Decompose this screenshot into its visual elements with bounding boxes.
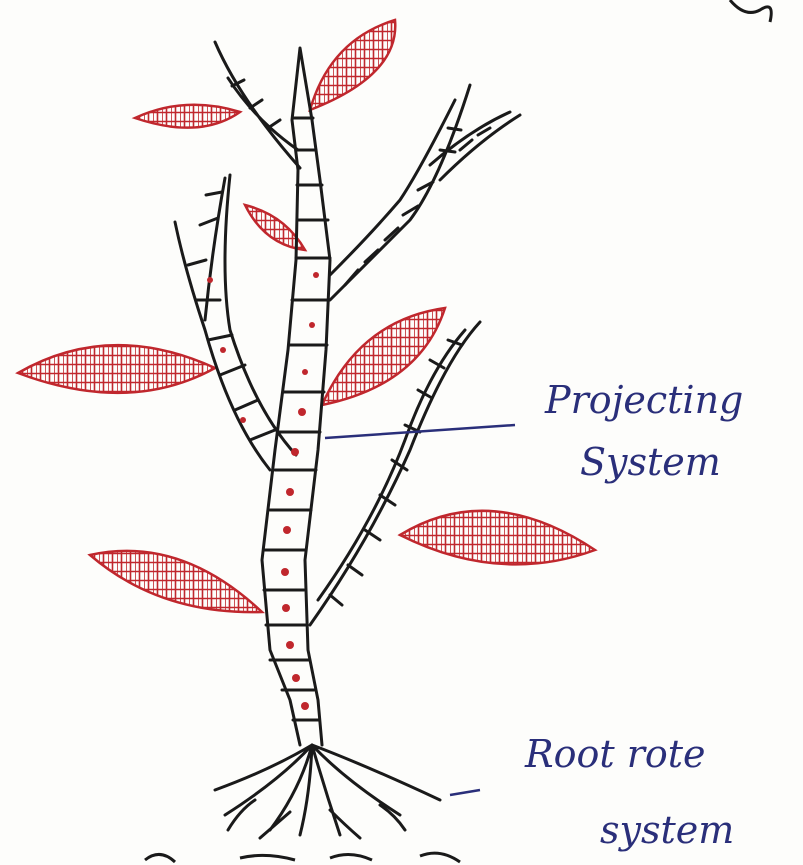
root-system-label-line1: Root rote [525,732,706,776]
leaf [400,511,595,565]
leaf [90,551,262,612]
branch-upper-right [330,85,520,300]
top-cropped-text [730,0,771,22]
bottom-cropped-text [145,853,460,862]
projecting-system-label-line1: Projecting [545,378,743,422]
leader-lines [325,425,515,795]
projecting-system-label-line2: System [580,440,721,484]
main-stem [262,48,330,745]
leaves [18,20,595,612]
root-system-label-line2: system [600,808,734,852]
root-system-leader [450,790,480,795]
leaf [135,105,240,128]
branch-upper-left [215,42,300,168]
leaf [310,20,395,110]
root-system [215,745,440,838]
leaf [18,345,215,393]
